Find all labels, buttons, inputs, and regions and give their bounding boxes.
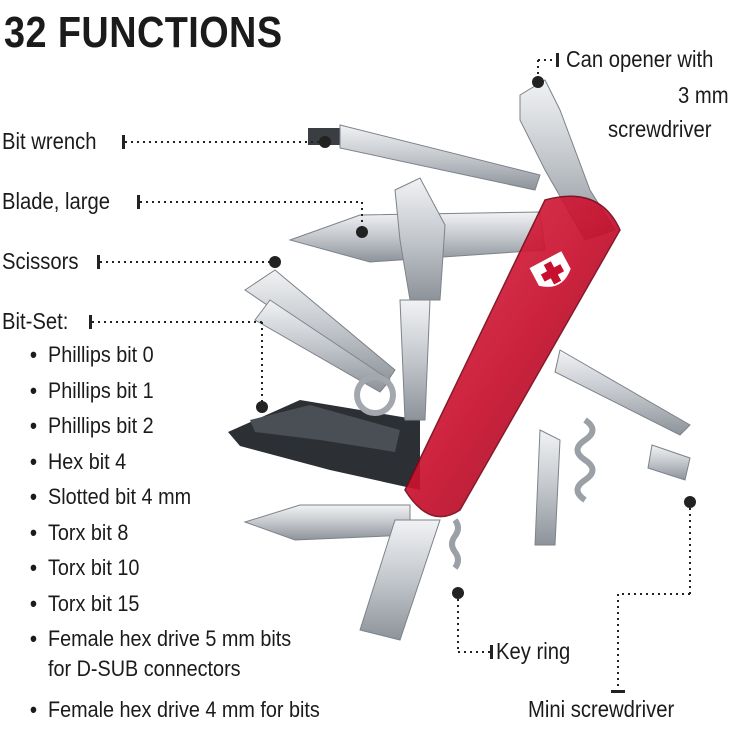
bit-set-list: •Phillips bit 0 •Phillips bit 1 •Phillip… [30,340,320,731]
bullet: • [30,697,37,722]
label-scissors: Scissors [2,248,79,274]
bullet: • [30,484,37,509]
scissors [244,269,396,416]
label-bit-wrench: Bit wrench [2,128,97,154]
list-item: •Phillips bit 0 [30,340,320,376]
list-item: •Torx bit 15 [30,589,320,625]
pliers [394,177,446,301]
list-item: •Torx bit 10 [30,553,320,589]
list-item: •Torx bit 8 [30,518,320,554]
bullet: • [30,519,37,545]
right-tool [554,349,691,436]
bullet: • [30,626,37,651]
label-can-opener-line2: 3 mm [678,82,729,108]
list-item: •Hex bit 4 [30,447,320,483]
label-bit-set: Bit-Set: [2,308,69,334]
bullet: • [30,342,37,367]
list-item: •Female hex drive 4 mm for bits [30,695,320,731]
red-handle [404,195,621,518]
list-item: •Slotted bit 4 mm [30,482,320,518]
label-key-ring: Key ring [496,638,571,664]
bullet: • [30,448,37,474]
bit-wrench [308,124,541,191]
label-blade-large: Blade, large [2,188,111,214]
key-ring-chain [449,518,461,570]
list-item: •Phillips bit 2 [30,411,320,447]
corkscrew [574,417,596,503]
page-title: 32 FUNCTIONS [4,8,283,57]
bullet: • [30,590,37,616]
label-can-opener-line1: Can opener with [566,46,714,72]
bit-holder [228,400,420,490]
leader-markers [89,53,696,693]
label-can-opener-line3: screwdriver [608,116,712,142]
mini-screwdriver-tool [647,444,691,481]
label-mini-screwdriver: Mini screwdriver [528,696,675,722]
bullet: • [30,555,37,580]
bullet: • [30,413,37,438]
list-item: •Phillips bit 1 [30,376,320,412]
bullet: • [30,377,37,403]
swiss-cross-emblem [529,251,571,287]
